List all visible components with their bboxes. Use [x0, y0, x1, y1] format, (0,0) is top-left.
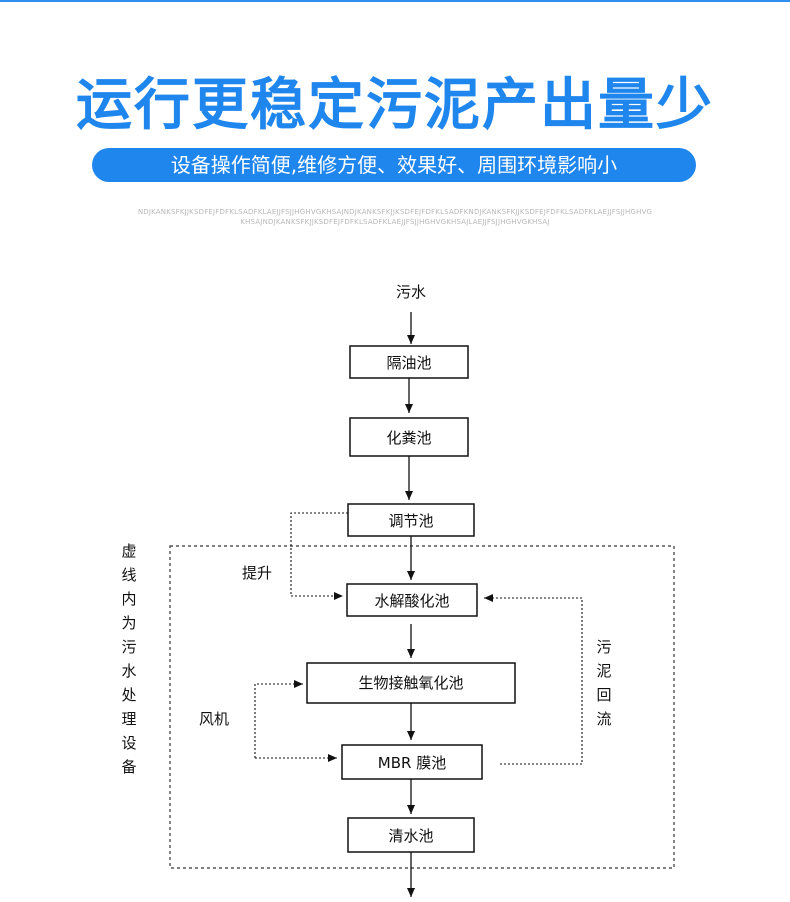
- boundary-note-char: 虚: [121, 542, 136, 560]
- contact-oxidation-tank-box: [306, 662, 516, 704]
- boundary-note-char: 内: [121, 590, 136, 608]
- decorative-filler-text-2: KHSAJNDJKANKSFKJJKSDFEJFDFKLSADFKLAEJJFS…: [240, 218, 550, 226]
- equipment-boundary-vertical-note: 虚 线 内 为 污 水 处 理 设 备: [121, 542, 136, 776]
- sludge-return-char: 回: [596, 686, 611, 704]
- boundary-note-char: 设: [121, 734, 136, 752]
- boundary-note-char: 污: [121, 638, 136, 656]
- sludge-return-char: 流: [596, 710, 611, 728]
- clear-water-tank-label: 清水池: [388, 827, 433, 845]
- sludge-return-char: 污: [596, 638, 611, 656]
- boundary-note-char: 线: [121, 566, 136, 584]
- sludge-return-line: [484, 594, 583, 765]
- wastewater-input-label: 污水: [396, 283, 426, 301]
- top-accent-line: [0, 0, 790, 2]
- hydrolysis-tank-box: [346, 583, 478, 617]
- boundary-note-char: 处: [121, 686, 136, 704]
- septic-tank-label: 化粪池: [386, 429, 431, 447]
- grease-trap-label: 隔油池: [386, 354, 431, 372]
- septic-tank-box: [349, 417, 469, 457]
- hydrolysis-tank-label: 水解酸化池: [374, 592, 449, 610]
- grease-trap-box: [349, 345, 469, 379]
- lift-label: 提升: [242, 564, 272, 582]
- mbr-tank-label: MBR 膜池: [378, 754, 446, 772]
- sludge-return-char: 泥: [596, 662, 611, 680]
- boundary-note-char: 为: [121, 614, 136, 632]
- blower-air-line-to-oxidation: [254, 680, 303, 758]
- clear-water-tank-box: [347, 817, 475, 853]
- regulating-tank-box: [347, 503, 475, 537]
- sludge-return-vertical-label: 污 泥 回 流: [596, 638, 611, 728]
- decorative-filler-text-1: NDJKANKSFKJJKSDFEJFDFKLSADFKLAEJJFSJJHGH…: [137, 208, 653, 216]
- subtitle-banner: 设备操作简便,维修方便、效果好、周围环境影响小: [92, 148, 696, 182]
- boundary-note-char: 备: [121, 758, 136, 776]
- lift-bypass-line: [290, 512, 348, 600]
- equipment-boundary-dashed-box: [169, 545, 675, 869]
- page-headline: 运行更稳定污泥产出量少: [76, 73, 714, 138]
- boundary-note-char: 理: [121, 710, 136, 728]
- mbr-tank-box: [341, 744, 483, 780]
- blower-label: 风机: [199, 710, 229, 728]
- boundary-note-char: 水: [121, 662, 136, 680]
- contact-oxidation-tank-label: 生物接触氧化池: [358, 674, 463, 692]
- regulating-tank-label: 调节池: [388, 512, 433, 530]
